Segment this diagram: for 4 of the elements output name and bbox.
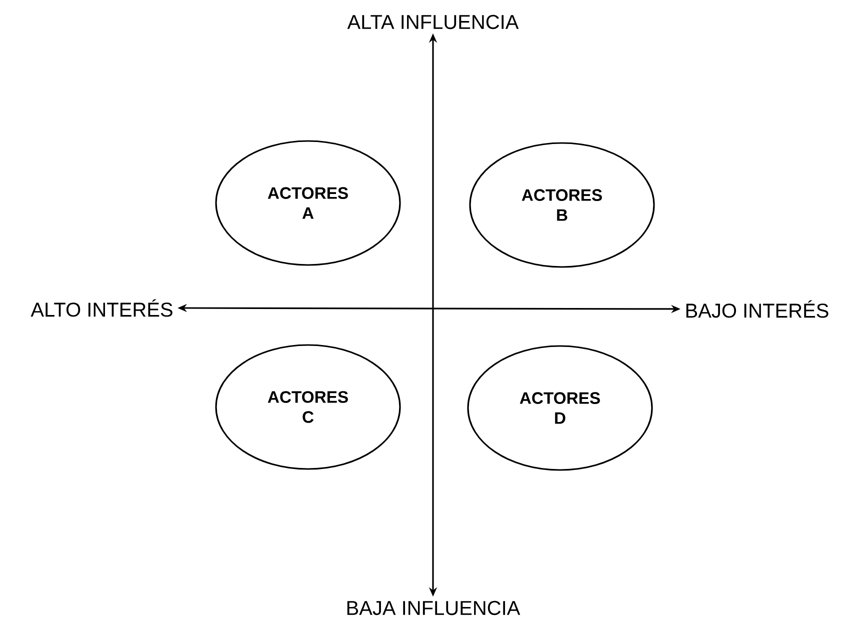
axis-label: BAJO INTERÉS [686,300,828,318]
axis-label: ALTA INFLUENCIA [347,14,519,30]
axis-label: ALTO INTERÉS [30,299,172,317]
axis-label: BAJA INFLUENCIA [347,600,520,616]
